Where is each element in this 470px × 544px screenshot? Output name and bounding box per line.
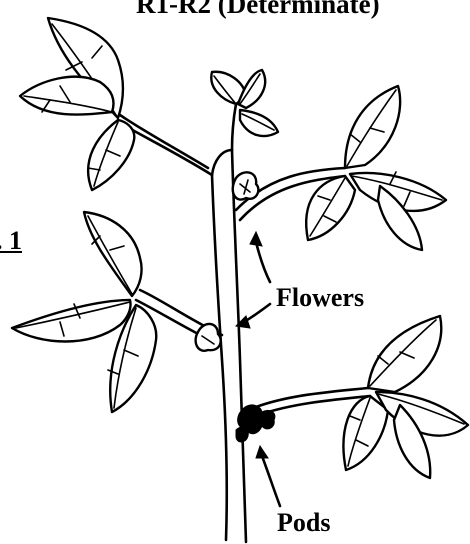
top-center-leaves	[211, 70, 278, 150]
pod-cluster	[236, 405, 275, 442]
lower-flower-cluster	[196, 324, 221, 351]
flowers-label: Flowers	[276, 285, 364, 311]
upper-left-branch	[20, 18, 212, 190]
flowers-arrow-lower	[236, 304, 270, 328]
stage-title: R1-R2 (Determinate)	[136, 0, 380, 18]
upper-right-branch	[236, 86, 446, 250]
lower-left-branch	[12, 212, 222, 412]
upper-flower-cluster	[233, 172, 259, 199]
figure-reference: . 1	[0, 228, 22, 254]
pods-arrow	[256, 446, 280, 506]
lower-right-branch	[244, 316, 468, 478]
flowers-arrow-upper	[250, 232, 270, 282]
pods-label: Pods	[277, 510, 330, 536]
